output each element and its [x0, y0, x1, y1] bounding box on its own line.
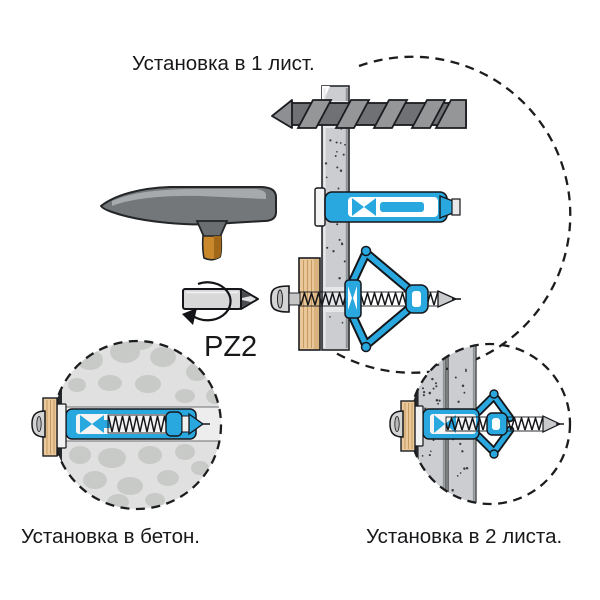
anchor-flange: [344, 279, 362, 319]
anchor-in-concrete: [65, 408, 210, 440]
detail-circle-outline-left: [51, 339, 223, 511]
screw-head-left: [31, 410, 46, 438]
rotation-arrow-icon: [182, 281, 232, 325]
drill-bit-icon: [271, 99, 467, 129]
label-one-sheet: Установка в 1 лист.: [132, 52, 315, 75]
label-bit-size: PZ2: [204, 331, 257, 363]
callout-circle: [333, 55, 572, 374]
anchor-wings: [347, 245, 415, 353]
wall-anchor-icon: [314, 187, 461, 227]
detail-view-two-sheets: [389, 342, 572, 506]
washer: [56, 403, 67, 449]
screw-head-right: [389, 410, 404, 438]
expanded-anchor-assembly: [270, 245, 461, 353]
label-two-sheets: Установка в 2 листа.: [366, 525, 562, 548]
hammer-icon: [100, 186, 277, 261]
anchor-in-two-sheets: [422, 389, 564, 459]
wooden-board-small: [42, 397, 58, 457]
pz2-bit-icon: [182, 288, 259, 310]
detail-view-concrete: [31, 339, 223, 511]
label-concrete: Установка в бетон.: [21, 525, 200, 548]
